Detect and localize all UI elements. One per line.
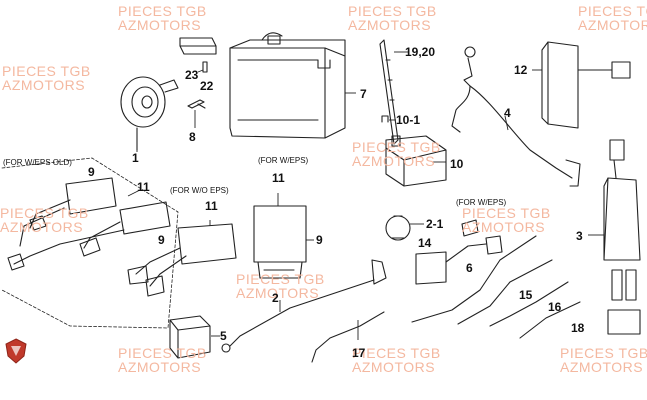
label-part-23: 23 [185,68,199,82]
bolt-screw [187,99,206,109]
label-part-11-wo-eps: 11 [205,199,218,213]
label-part-22: 22 [200,79,214,93]
label-part-11-w-eps: 11 [272,171,285,185]
label-part-10-1: 10-1 [396,113,421,127]
cable-6 [411,235,537,323]
label-part-3: 3 [576,229,583,243]
note-wo-eps: (FOR W/O EPS) [170,186,229,195]
label-part-18: 18 [571,321,585,335]
label-part-15: 15 [519,288,533,302]
battery [229,32,346,139]
cable-15 [457,259,553,325]
label-part-2-1: 2-1 [426,217,444,231]
fuse-small [202,61,208,73]
label-part-12: 12 [514,63,528,77]
fuse-10-1 [381,115,389,123]
label-part-17: 17 [352,346,366,360]
label-part-2: 2 [272,291,279,305]
label-part-9-wo-eps: 9 [158,233,165,247]
cable-2 [221,259,387,353]
regulator-eps-old [7,177,171,271]
eps-old-dashed-frame [1,157,179,329]
module-12 [541,41,631,129]
label-part-5: 5 [220,329,227,343]
label-part-9-w-eps: 9 [316,233,323,247]
relay-10 [385,135,447,187]
regulator-w-eps [253,205,307,279]
label-part-11-eps-old: 11 [137,180,150,194]
cable-17 [311,311,385,363]
label-part-4: 4 [504,106,511,120]
label-part-8: 8 [189,130,196,144]
cable-18 [519,301,581,339]
note-w-eps-mid: (FOR W/EPS) [258,156,309,165]
regulator-wo-eps [127,223,237,297]
label-part-10: 10 [450,157,464,171]
module-14 [415,219,503,285]
horn [120,76,179,151]
label-part-6: 6 [466,261,473,275]
label-part-14: 14 [418,236,432,250]
block-5 [169,315,211,359]
label-part-1: 1 [132,151,139,165]
unit-3 [603,139,641,335]
brand-logo-icon [5,338,27,364]
sensor-2-1 [385,215,411,241]
cable-16 [489,281,569,327]
label-part-16: 16 [548,300,562,314]
note-eps-old: (FOR W/EPS OLD) [3,158,72,167]
label-part-19-20: 19,20 [405,45,436,59]
cable-tie [379,39,399,145]
fuse-block [179,37,217,55]
note-w-eps-right: (FOR W/EPS) [456,198,507,207]
label-part-7: 7 [360,87,367,101]
label-part-9-eps-old: 9 [88,165,95,179]
